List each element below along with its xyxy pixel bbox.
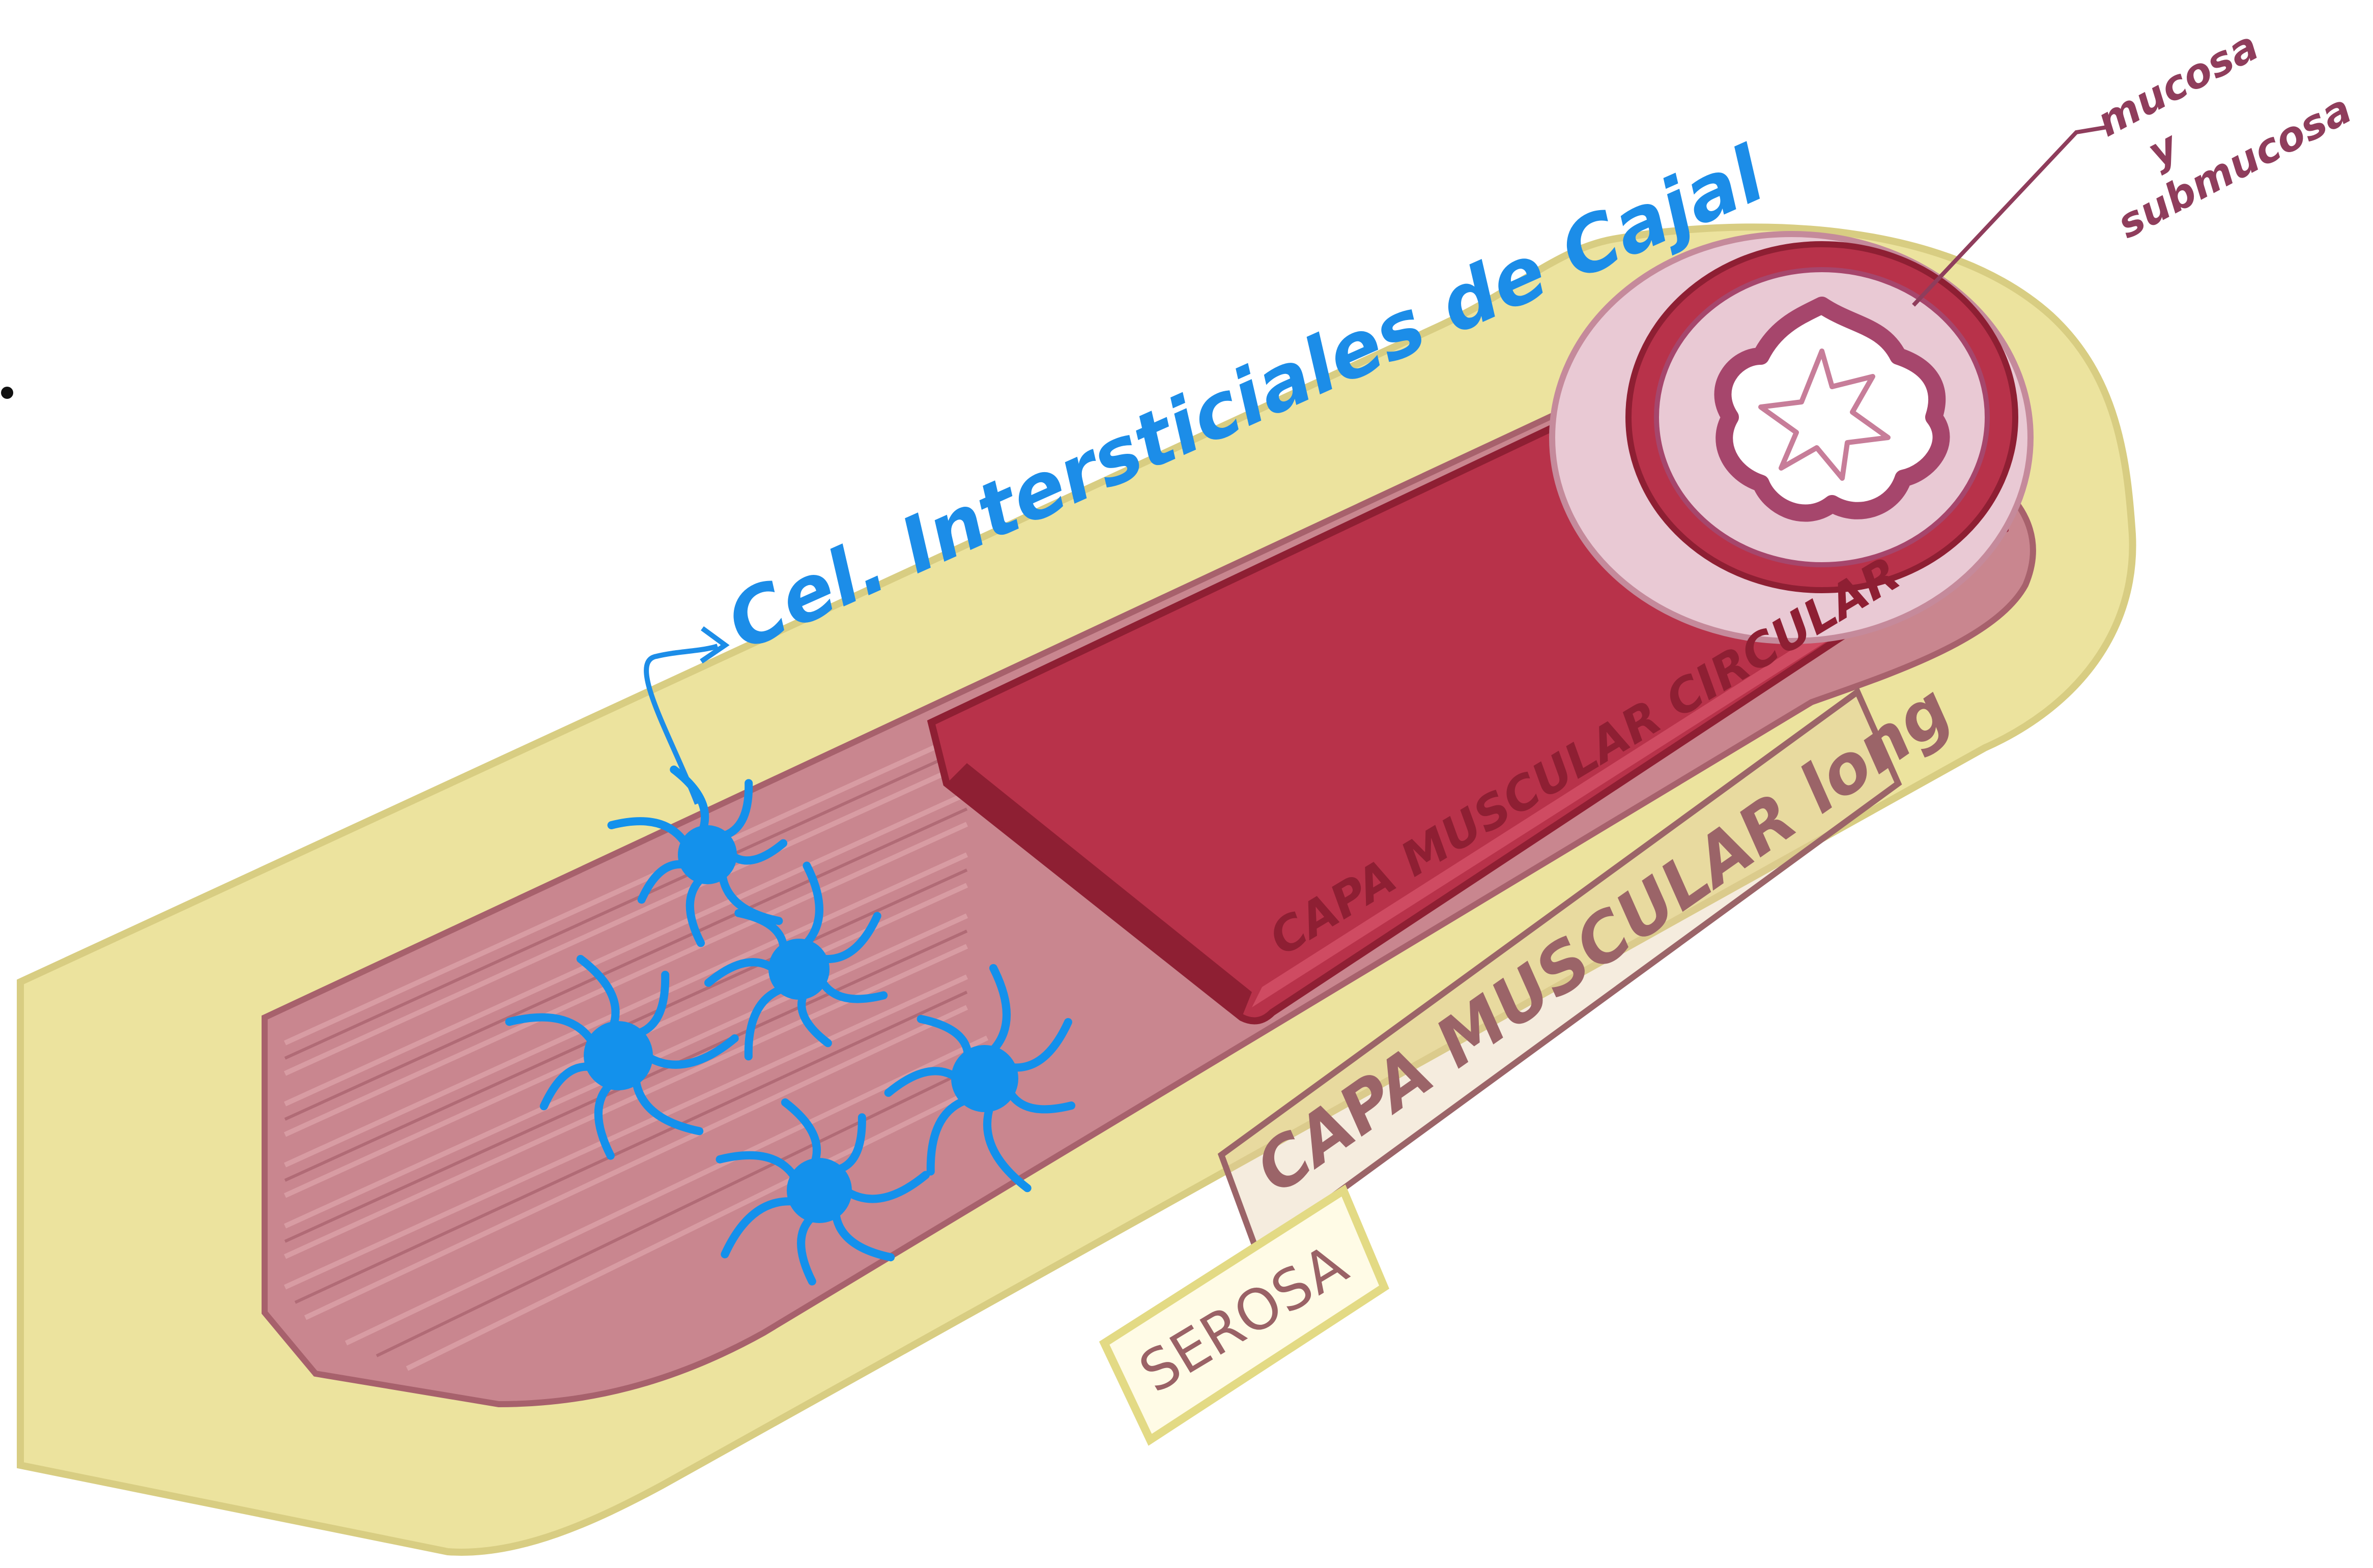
cajal-cell-body (951, 1045, 1018, 1112)
cajal-cell-body (768, 939, 830, 1000)
mucosa-label-line-1: mucosa (2089, 22, 2266, 146)
mucosa-label: mucosa y submucosa (2089, 22, 2359, 248)
cajal-cell-body (678, 825, 737, 884)
cajal-cell-body (787, 1158, 852, 1223)
cajal-cell-body (584, 1021, 653, 1090)
stray-dot (1, 387, 13, 399)
